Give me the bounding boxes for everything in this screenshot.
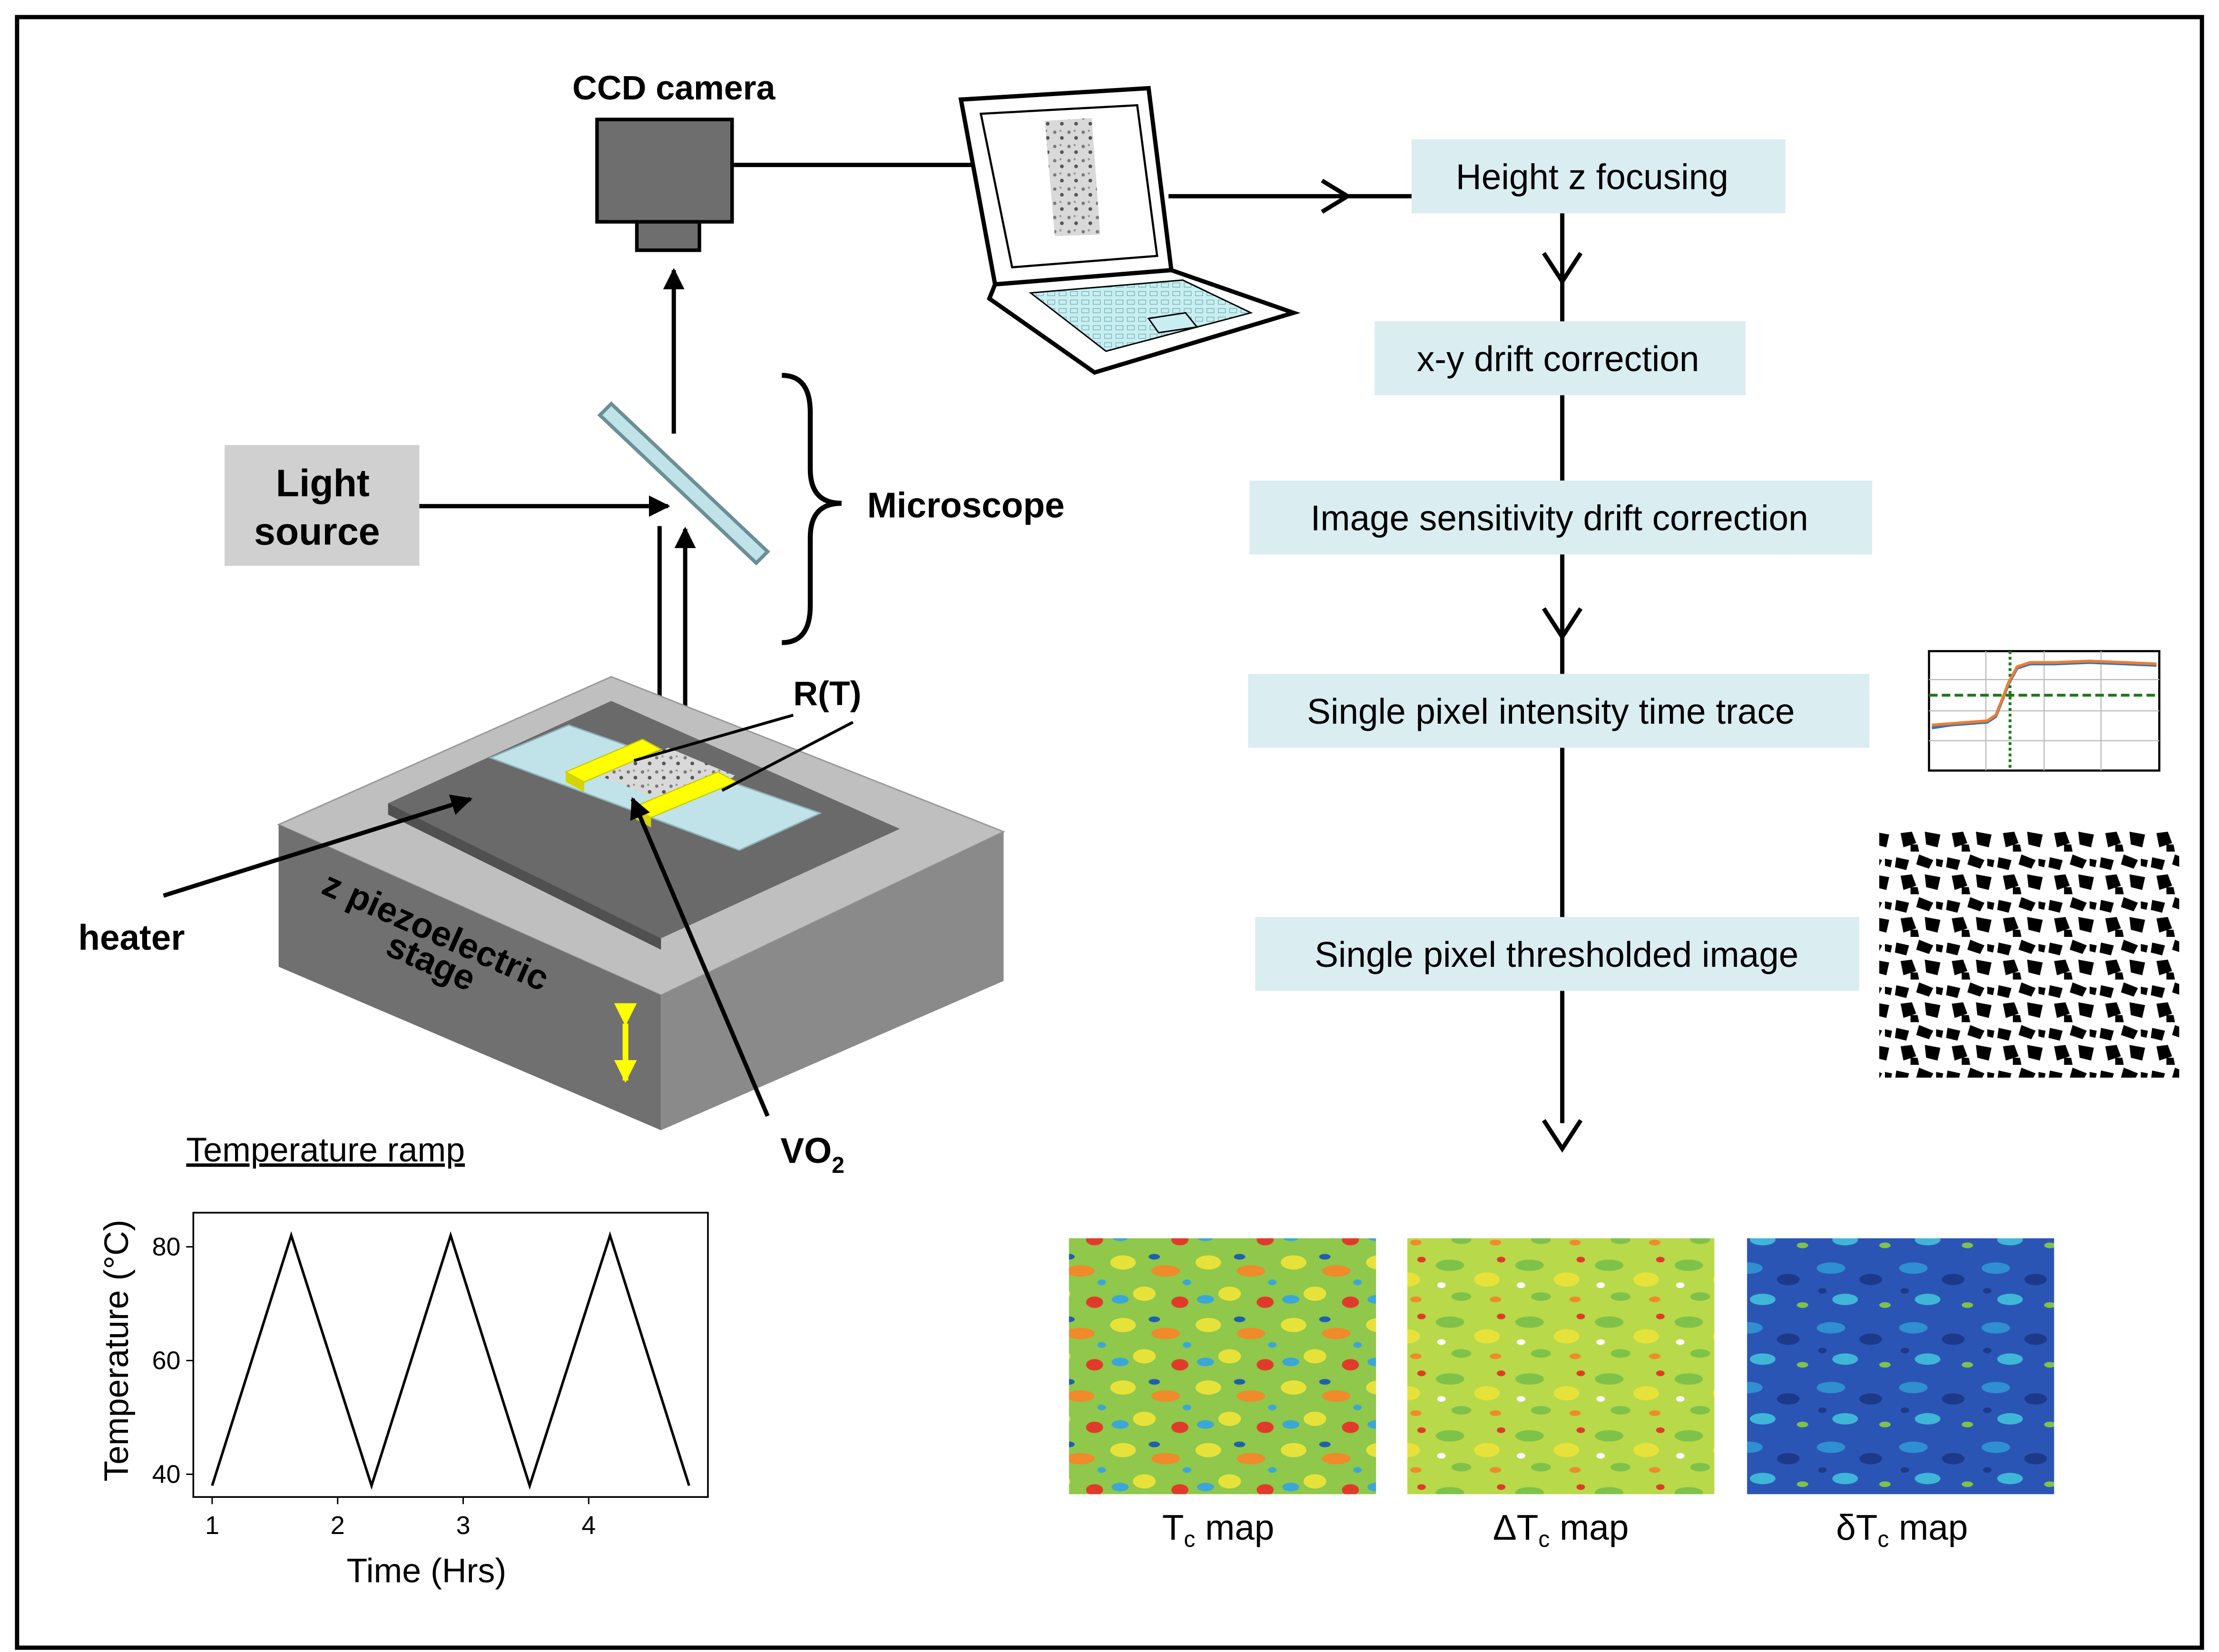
tc-map-image <box>1069 1238 1376 1495</box>
figure-frame <box>15 15 2204 1650</box>
x-tick-label: 3 <box>456 1511 471 1540</box>
beam-splitter-mirror <box>597 401 770 566</box>
time-trace-thumbnail <box>1928 650 2160 772</box>
flow-step-4: Single pixel intensity time trace <box>1307 691 1795 731</box>
piezo-stage <box>276 676 1006 1131</box>
delta-tc-map-label: ΔTc map <box>1493 1507 1629 1552</box>
delta-tc-map-image <box>1407 1238 1715 1495</box>
x-tick-label: 4 <box>581 1511 596 1540</box>
light-source-line1: Light <box>276 462 370 505</box>
rt-pointer-right <box>721 721 854 792</box>
light-source-box <box>225 445 420 566</box>
flow-step-1-box <box>1411 139 1786 214</box>
flow-step-2: x-y drift correction <box>1417 339 1699 379</box>
flow-arrowhead-2 <box>1542 607 1583 641</box>
flow-step-1: Height z focusing <box>1456 157 1728 197</box>
chart-ylabel: Temperature (°C) <box>98 1219 136 1482</box>
laptop-icon <box>958 86 1301 375</box>
x-tick-label: 2 <box>331 1511 345 1540</box>
flow-step-4-box <box>1248 674 1869 748</box>
flow-step-2-box <box>1375 321 1746 395</box>
chart-xlabel: Time (Hrs) <box>346 1552 506 1590</box>
chart-title: Temperature ramp <box>186 1131 465 1169</box>
ramp-series-line <box>211 1231 690 1490</box>
rt-label: R(T) <box>793 675 861 713</box>
microscope-label: Microscope <box>867 485 1065 525</box>
flow-step-5: Single pixel thresholded image <box>1315 934 1798 974</box>
microscope-brace <box>782 373 842 645</box>
light-source-line2: source <box>254 510 380 553</box>
ccd-camera-icon <box>595 118 734 252</box>
laptop-screen-image <box>1045 118 1100 236</box>
vo2-pointer <box>630 797 770 1117</box>
heater-label: heater <box>78 917 185 957</box>
tc-map-label: Tc map <box>1162 1507 1275 1552</box>
chart-plot-area <box>192 1211 709 1498</box>
small-delta-tc-map-image <box>1747 1238 2054 1495</box>
thresholded-image-thumbnail <box>1879 828 2180 1078</box>
y-tick-label: 60 <box>152 1346 181 1375</box>
flow-step-3-box <box>1249 480 1872 555</box>
small-delta-tc-map-label: δTc map <box>1836 1507 1968 1552</box>
flow-arrowhead-final <box>1542 1119 1583 1153</box>
temperature-ramp-chart: 1 2 3 4 40 60 80 <box>152 1211 709 1540</box>
flow-arrowhead-1 <box>1542 252 1583 285</box>
y-tick-label: 40 <box>152 1460 181 1488</box>
flow-step-3: Image sensitivity drift correction <box>1311 498 1808 538</box>
camera-label: CCD camera <box>572 69 776 107</box>
vo2-label: VO2 <box>780 1131 844 1178</box>
x-tick-label: 1 <box>205 1511 219 1540</box>
heater-pointer <box>163 794 473 898</box>
y-tick-label: 80 <box>152 1232 181 1261</box>
rt-pointer-left <box>633 714 794 762</box>
flow-step-5-box <box>1255 917 1860 991</box>
laptop-flow-arrowhead <box>1321 178 1352 214</box>
